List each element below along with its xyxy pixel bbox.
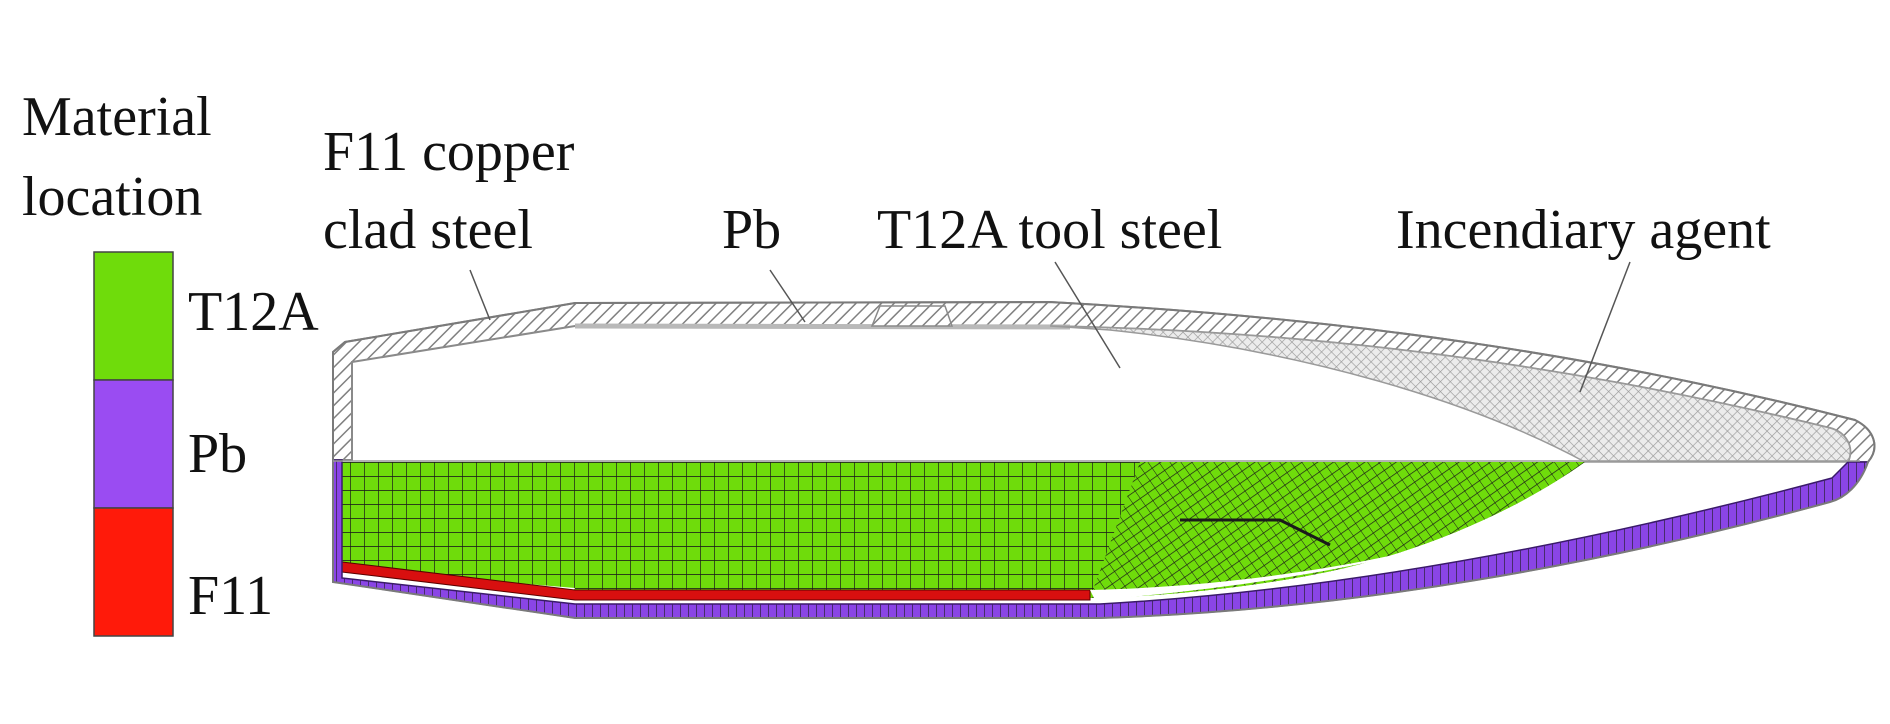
label-incendiary: Incendiary agent bbox=[1396, 199, 1771, 261]
legend-swatch-t12a bbox=[93, 251, 174, 381]
label-f11-line1: F11 copper bbox=[323, 121, 575, 183]
pb-inner-line bbox=[574, 323, 1071, 330]
label-pb: Pb bbox=[722, 199, 781, 261]
core-jacket-gap bbox=[1090, 488, 1600, 600]
incendiary-agent-region bbox=[1049, 325, 1851, 463]
legend-label-pb: Pb bbox=[188, 423, 247, 485]
legend-label-t12a: T12A bbox=[188, 281, 319, 343]
label-tool-steel: T12A tool steel bbox=[877, 199, 1222, 261]
legend-swatch-f11 bbox=[93, 507, 174, 637]
legend-title-line2: location bbox=[22, 166, 202, 228]
leader-incendiary bbox=[1579, 261, 1631, 393]
legend-label-f11: F11 bbox=[188, 565, 273, 627]
bullet-cross-section bbox=[332, 300, 1876, 619]
legend-title-line1: Material bbox=[22, 86, 212, 148]
leader-pb bbox=[769, 269, 806, 323]
leader-tool-steel bbox=[1054, 261, 1121, 369]
legend-swatch-pb bbox=[93, 379, 174, 509]
jacket-notch bbox=[870, 305, 954, 327]
leader-f11 bbox=[469, 269, 491, 321]
legend: Material location T12A Pb F11 bbox=[22, 86, 319, 637]
bullet-outline bbox=[332, 300, 1876, 619]
callouts: F11 copper clad steel Pb T12A tool steel… bbox=[323, 121, 1771, 393]
label-f11-line2: clad steel bbox=[323, 199, 533, 261]
